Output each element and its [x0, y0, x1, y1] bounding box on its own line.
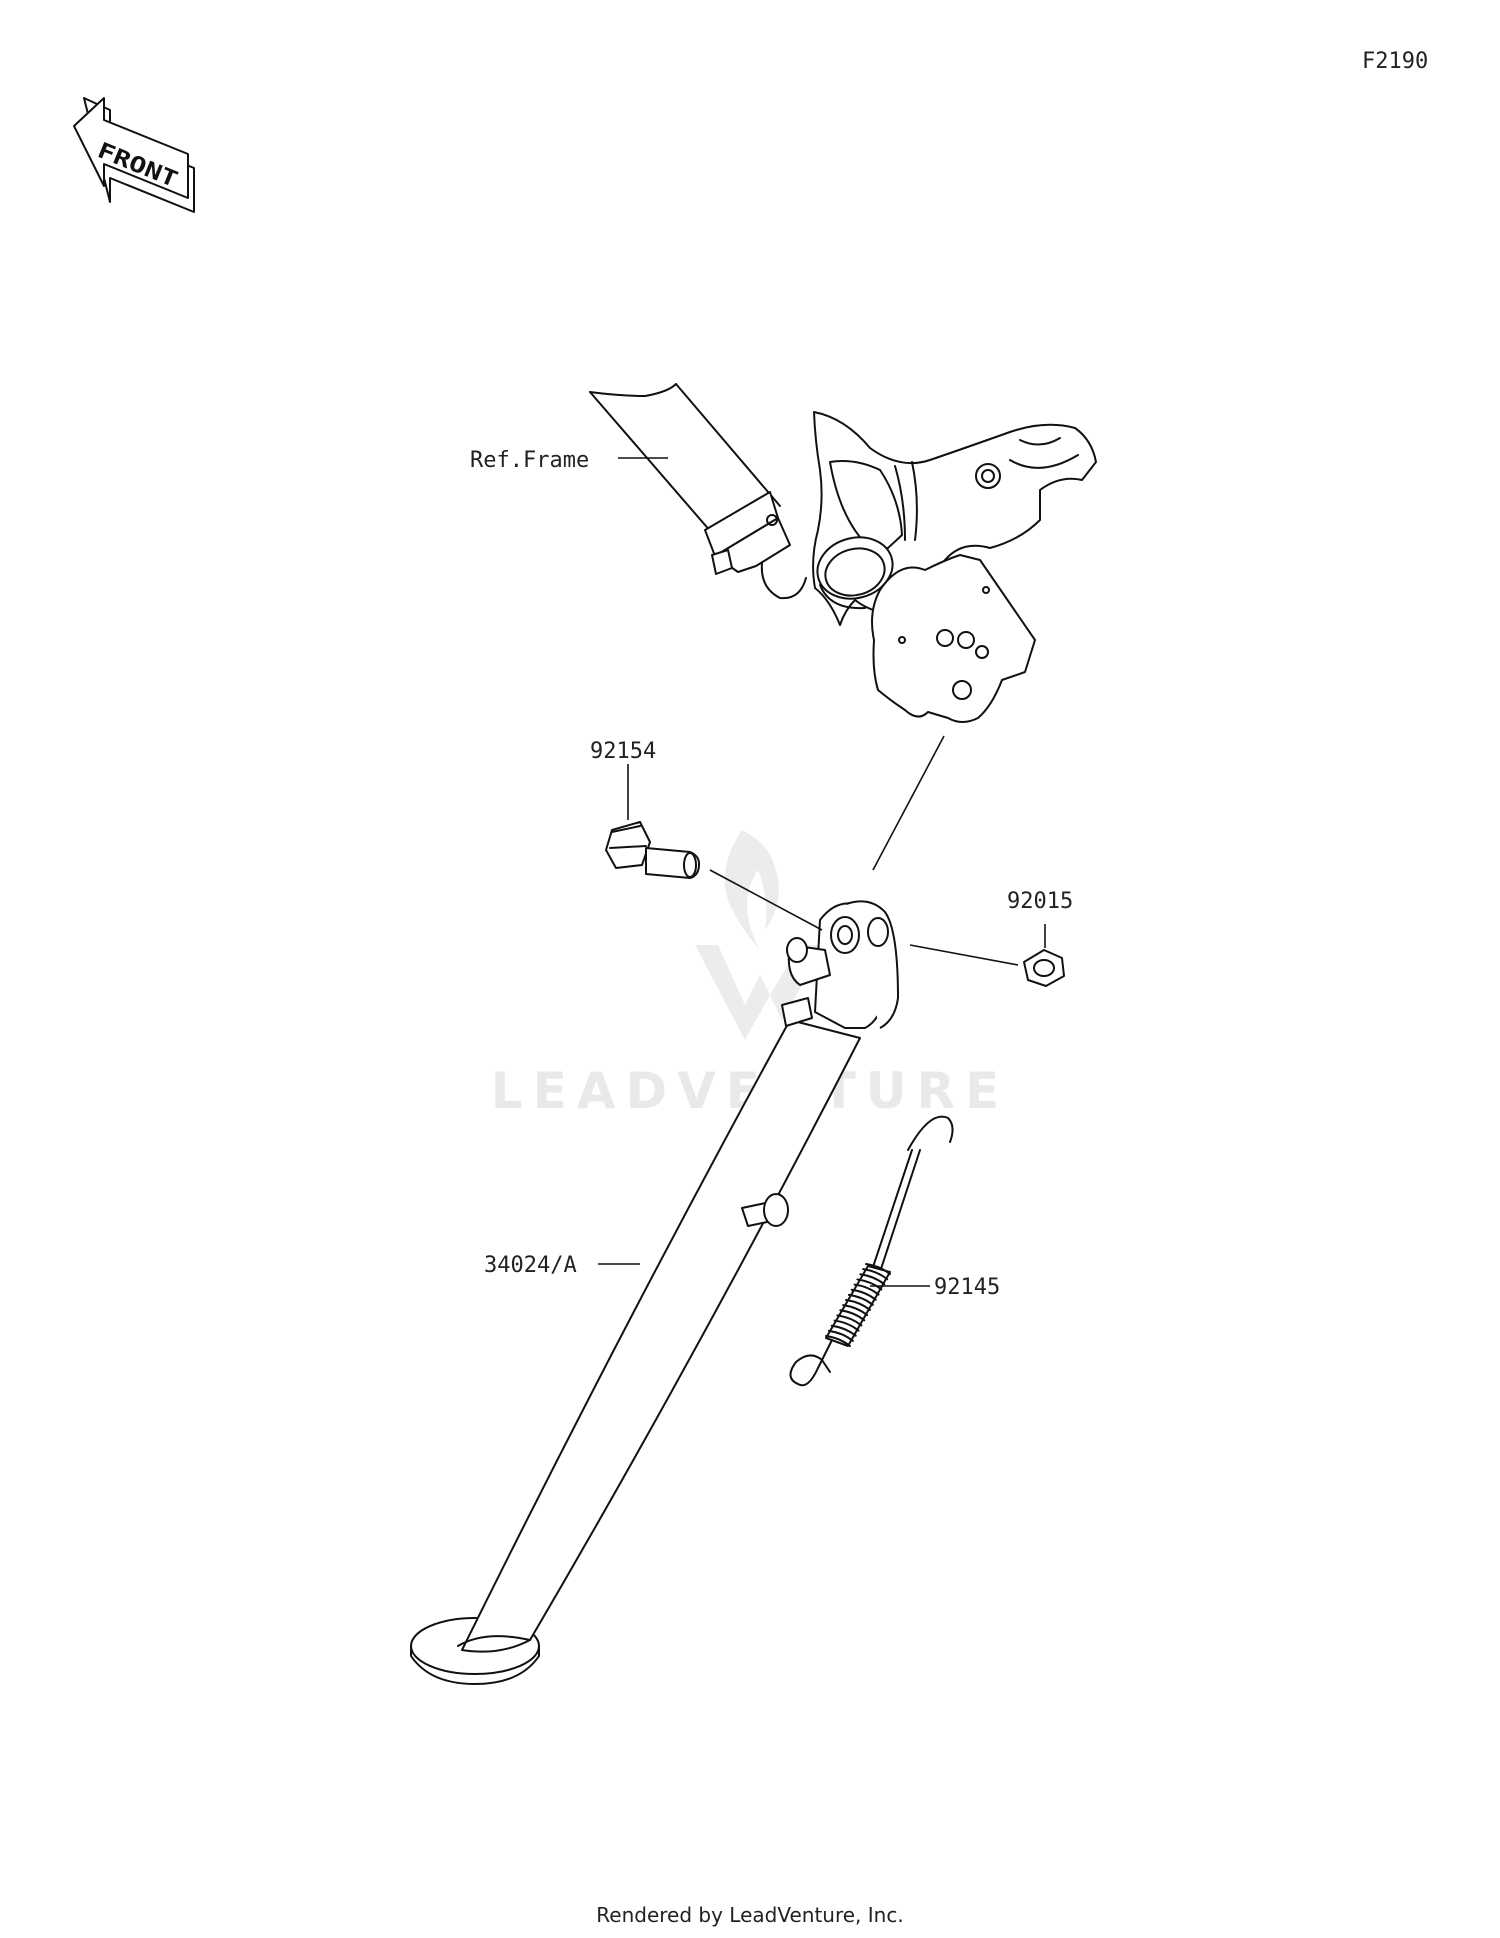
- spring-coil: [862, 1268, 889, 1281]
- watermark: LEADVENTURE: [491, 830, 999, 1120]
- callout-stand-34024: 34024/A: [484, 1253, 577, 1278]
- spring-coil: [842, 1304, 869, 1317]
- spring-coil: [827, 1329, 854, 1342]
- callout-bolt-92154: 92154: [590, 739, 656, 764]
- leader-frame-axis: [872, 735, 945, 871]
- spring-coil: [825, 1335, 851, 1347]
- callout-spring-92145: 92145: [934, 1275, 1000, 1300]
- spring-coil: [859, 1273, 886, 1286]
- spring-92145: [789, 1115, 954, 1387]
- spring-coil: [865, 1263, 891, 1275]
- spring-coil: [847, 1293, 874, 1306]
- callout-nut-92015: 92015: [1007, 889, 1073, 914]
- bolt-92154: [605, 821, 701, 879]
- leader-bolt-axis: [709, 869, 823, 931]
- footer-credit: Rendered by LeadVenture, Inc.: [596, 1903, 903, 1927]
- spring-coil: [833, 1319, 860, 1332]
- spring-coil: [836, 1314, 863, 1327]
- frame-reference: [589, 383, 1097, 723]
- callout-ref-frame: Ref.Frame: [470, 448, 589, 473]
- spring-coil: [856, 1278, 883, 1291]
- spring-coil: [853, 1283, 880, 1296]
- figure-code: F2190: [1362, 49, 1428, 74]
- front-arrow-icon: FRONT: [73, 97, 195, 213]
- spring-coil: [845, 1299, 871, 1311]
- nut-92015: [1023, 949, 1065, 987]
- leader-lines: [598, 457, 1046, 1287]
- spring-coil: [839, 1309, 866, 1322]
- spring-coil: [830, 1324, 857, 1337]
- spring-coil: [850, 1288, 877, 1301]
- side-stand-34024: [410, 900, 899, 1685]
- leader-nut-axis: [909, 944, 1019, 966]
- spring-coils: [825, 1263, 891, 1347]
